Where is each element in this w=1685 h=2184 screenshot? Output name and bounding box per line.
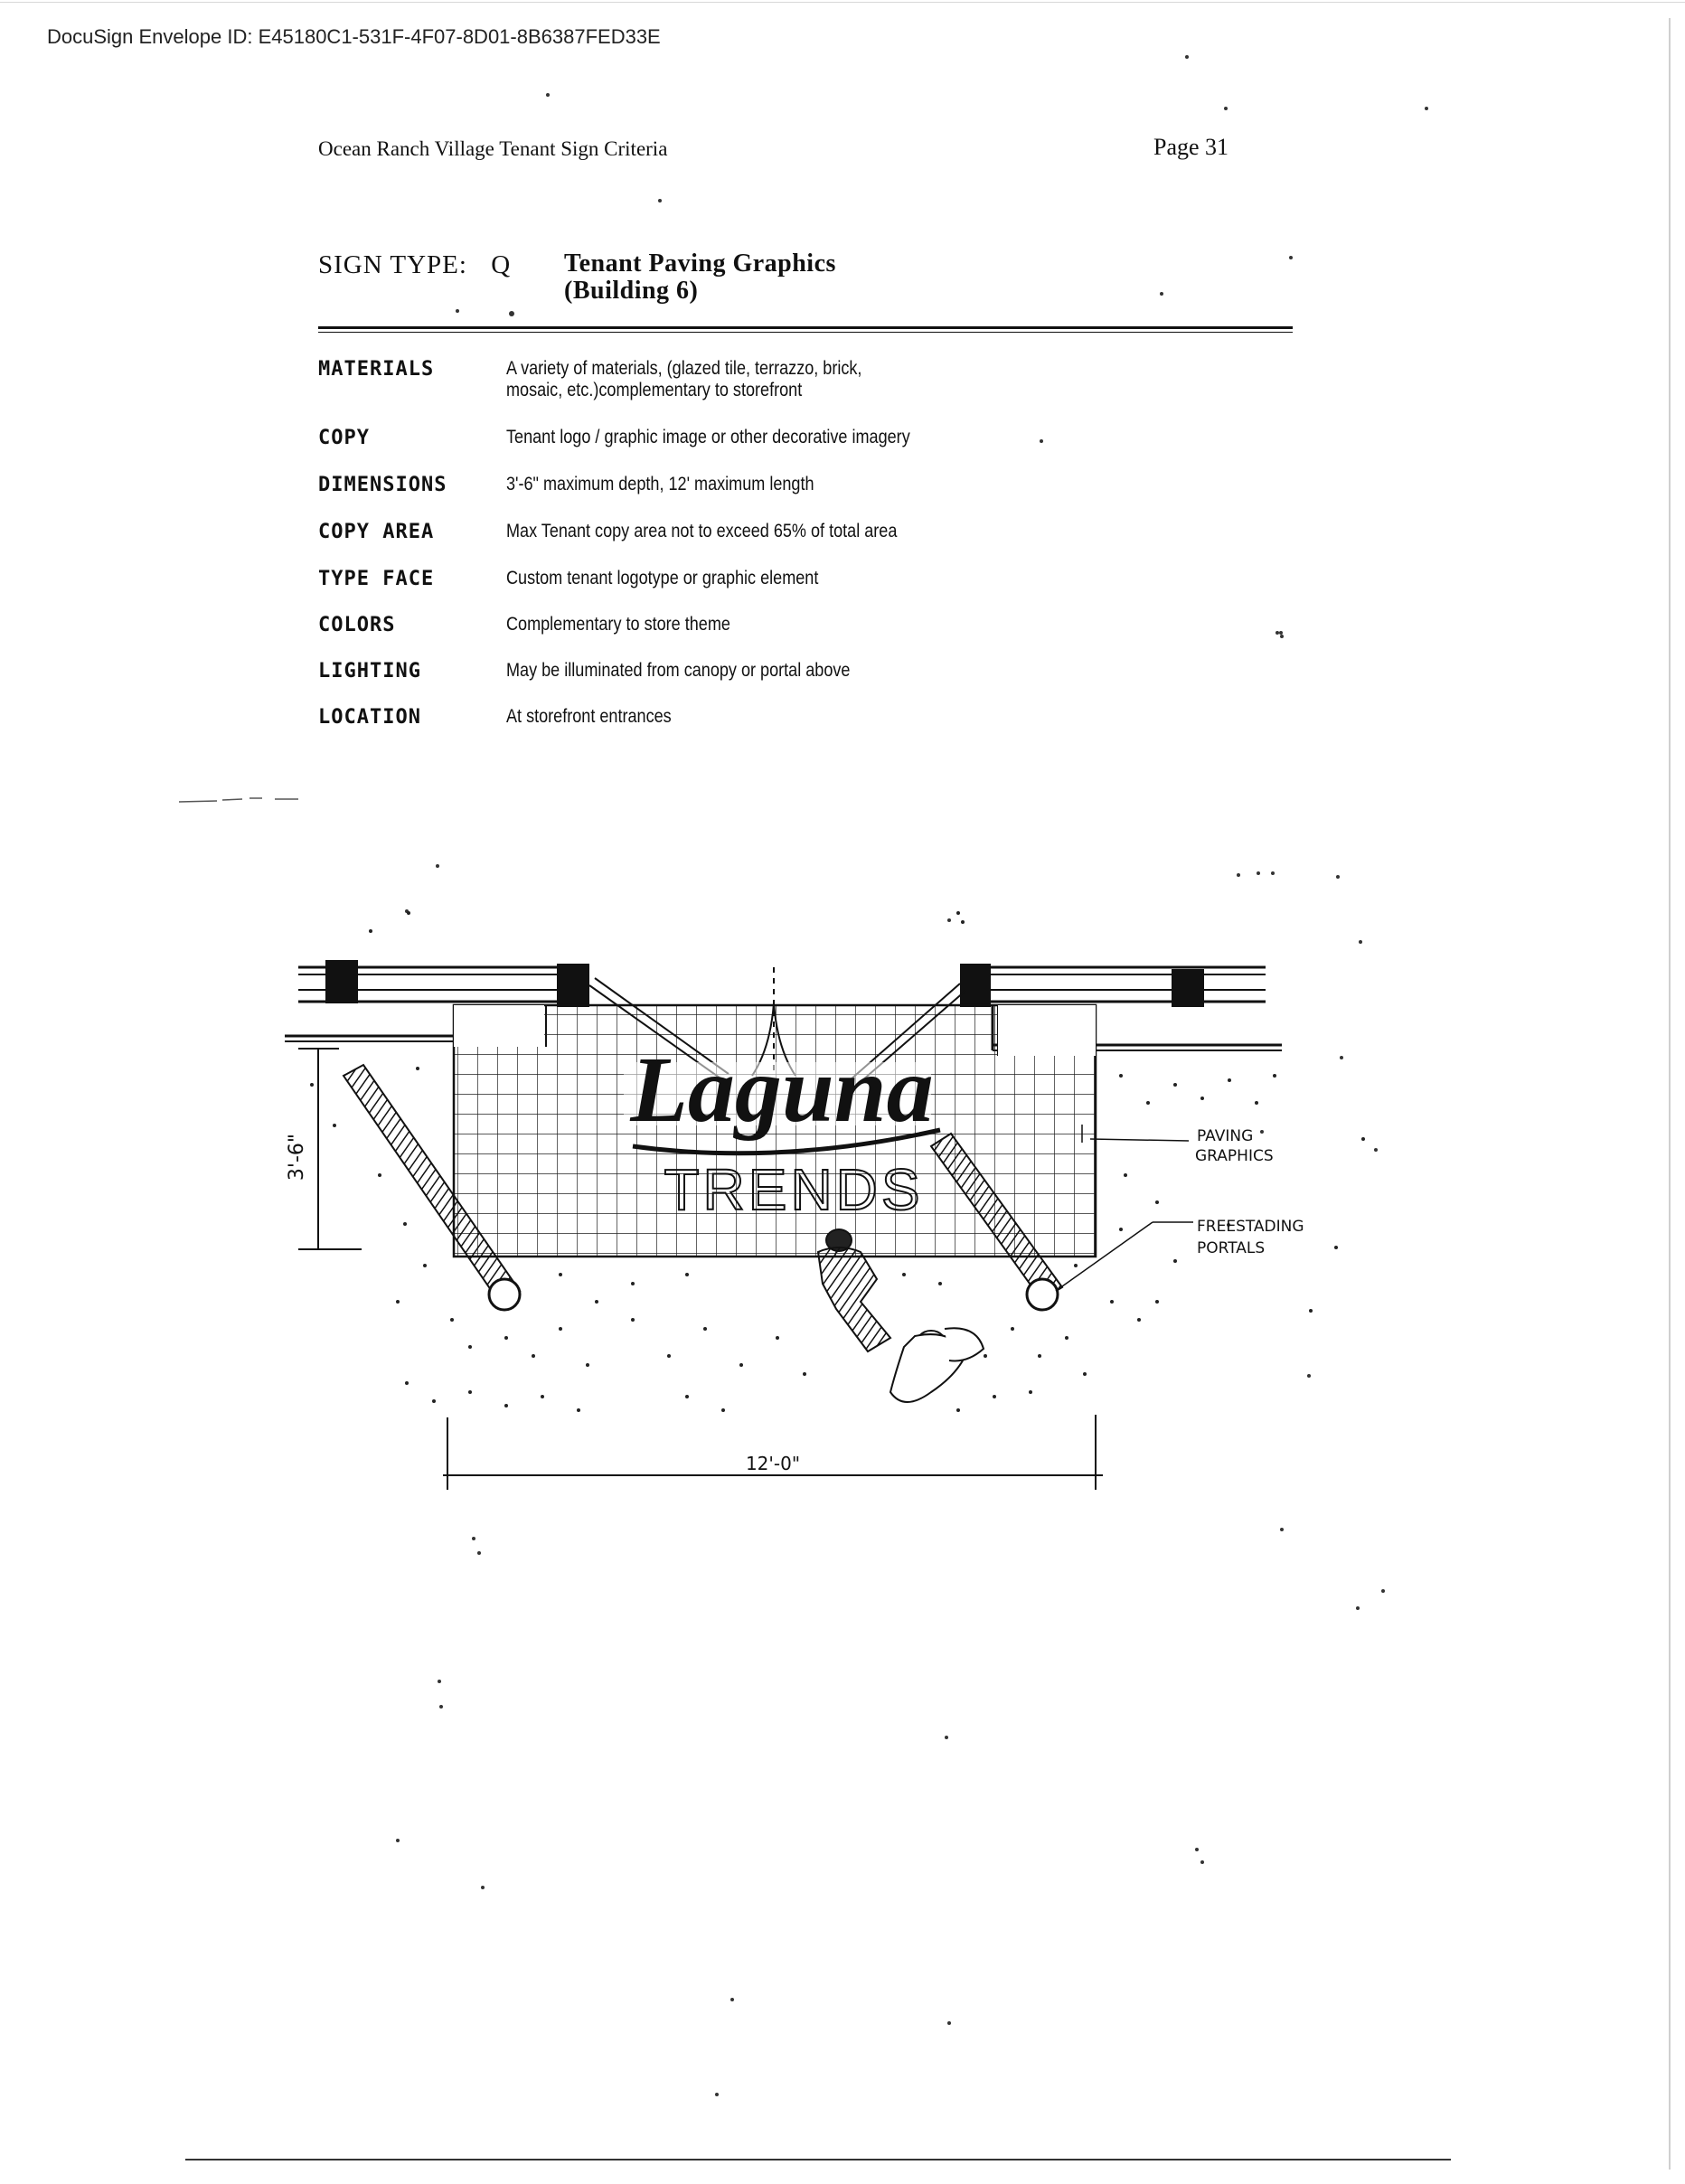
spec-label: TYPE FACE <box>318 568 435 590</box>
spec-label: LOCATION <box>318 706 421 729</box>
spec-label: COPY AREA <box>318 521 435 543</box>
spec-label: COPY <box>318 427 370 449</box>
dimension-depth-label: 3'-6" <box>286 1134 308 1181</box>
page-top-border <box>0 2 1685 3</box>
spec-value: A variety of materials, (glazed tile, te… <box>506 358 862 400</box>
scan-speckles <box>396 55 1428 2096</box>
heading-rule-thick <box>318 326 1293 329</box>
spec-label: COLORS <box>318 614 396 636</box>
spec-label: DIMENSIONS <box>318 474 447 496</box>
door-swings <box>588 967 966 1087</box>
logo-word-text: TRENDS <box>664 1157 923 1222</box>
document-title: Ocean Ranch Village Tenant Sign Criteria <box>318 137 668 160</box>
logo-swash <box>632 1127 941 1156</box>
callout-paving-line1: PAVING <box>1197 1127 1253 1145</box>
pedestrian-figures <box>816 1228 985 1403</box>
callout-leaders <box>1055 1138 1193 1292</box>
heading-rule-thin <box>318 332 1293 333</box>
sign-title: Tenant Paving Graphics (Building 6) <box>564 250 836 305</box>
dimension-length-label: 12'-0" <box>746 1453 800 1474</box>
freestanding-portal-right <box>929 1132 1064 1312</box>
spec-label: LIGHTING <box>318 660 421 682</box>
callout-portals-line1: FREESTADING <box>1197 1218 1304 1236</box>
docusign-envelope-id: DocuSign Envelope ID: E45180C1-531F-4F07… <box>47 25 661 48</box>
logo-script-text: Laguna <box>629 1038 933 1142</box>
callout-paving-line2: GRAPHICS <box>1195 1147 1274 1165</box>
sign-type-label: SIGN TYPE: <box>318 250 467 279</box>
sign-type-code: Q <box>491 250 512 279</box>
freestanding-portal-left <box>342 1063 522 1312</box>
tenant-logo: Laguna TRENDS <box>624 1038 941 1223</box>
spec-value: Complementary to store theme <box>506 614 730 635</box>
ground-stipple <box>310 911 1365 1412</box>
page-right-edge <box>1669 18 1671 2170</box>
left-margin-scribble <box>178 797 298 803</box>
sign-title-line1: Tenant Paving Graphics <box>564 249 836 278</box>
spec-value: Max Tenant copy area not to exceed 65% o… <box>506 521 898 541</box>
sign-type-heading: SIGN TYPE: Q <box>318 250 511 280</box>
sign-title-line2: (Building 6) <box>564 277 699 305</box>
spec-label: MATERIALS <box>318 358 435 381</box>
spec-value: May be illuminated from canopy or portal… <box>506 660 851 681</box>
page-number: Page 31 <box>1153 134 1229 160</box>
spec-value: Tenant logo / graphic image or other dec… <box>506 427 910 447</box>
spec-value: At storefront entrances <box>506 706 672 727</box>
spec-value: 3'-6" maximum depth, 12' maximum length <box>506 474 814 494</box>
page-bottom-line <box>185 2159 1451 2160</box>
dimension-length <box>443 1415 1103 1490</box>
dimension-depth <box>298 1048 362 1250</box>
spec-value: Custom tenant logotype or graphic elemen… <box>506 568 819 588</box>
callout-portals-line2: PORTALS <box>1197 1239 1265 1257</box>
